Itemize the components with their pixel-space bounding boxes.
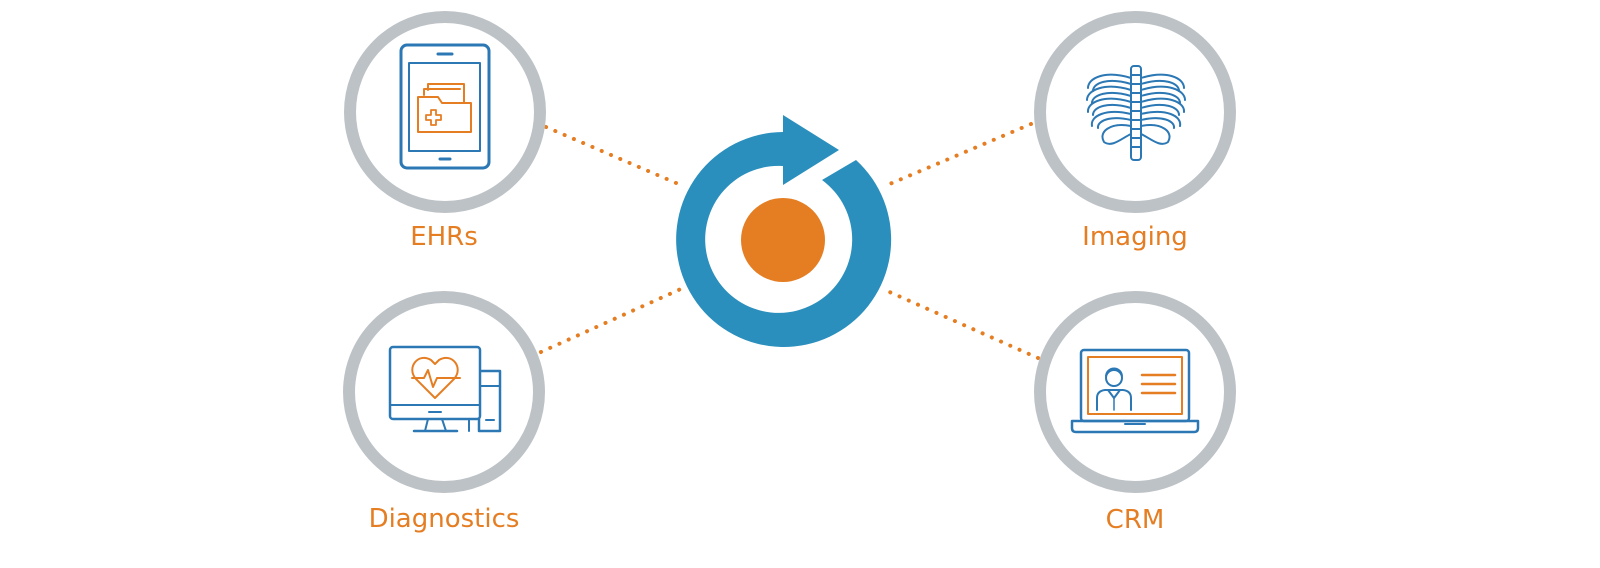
laptop-doctor-profile-icon bbox=[1070, 348, 1200, 434]
node-label-crm: CRM bbox=[1105, 505, 1165, 535]
hub-cycle bbox=[676, 115, 892, 347]
connector-imaging bbox=[883, 122, 1033, 188]
tablet-medical-folder-icon bbox=[399, 43, 491, 170]
node-diagnostics bbox=[343, 291, 545, 493]
ribcage-xray-icon bbox=[1086, 65, 1186, 161]
connector-crm bbox=[883, 288, 1040, 360]
node-label-diagnostics: Diagnostics bbox=[368, 504, 520, 534]
connector-ehrs bbox=[544, 125, 685, 188]
hub-center-dot bbox=[741, 198, 825, 282]
connectors bbox=[539, 122, 1040, 360]
node-label-ehrs: EHRs bbox=[410, 222, 478, 252]
node-crm bbox=[1034, 291, 1236, 493]
computer-heart-monitor-icon bbox=[388, 345, 502, 433]
node-imaging bbox=[1034, 11, 1236, 213]
node-ring bbox=[344, 11, 546, 213]
node-ehrs bbox=[344, 11, 546, 213]
circular-arrow-cycle-icon bbox=[676, 115, 892, 347]
node-label-imaging: Imaging bbox=[1082, 222, 1188, 252]
connector-diagnostics bbox=[539, 286, 685, 354]
